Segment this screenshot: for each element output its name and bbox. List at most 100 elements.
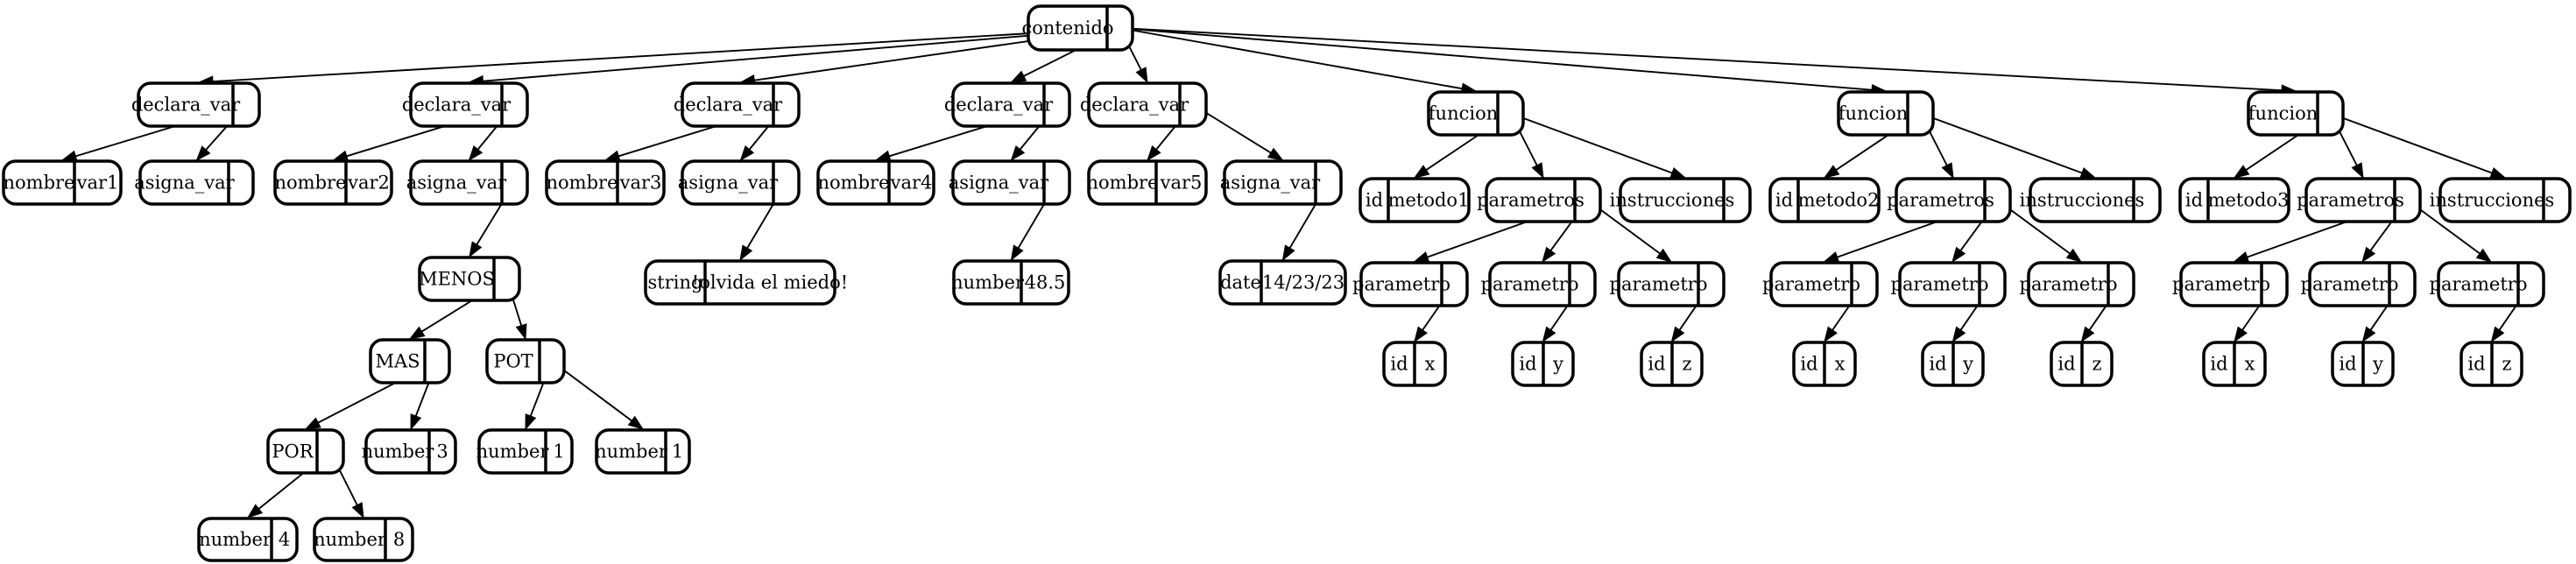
node-label: POR xyxy=(272,441,314,462)
node-label: id xyxy=(1800,354,1817,375)
arrowhead xyxy=(2065,248,2083,263)
node-label: number xyxy=(199,529,272,550)
node-asigna-var: asigna_var xyxy=(1220,159,1343,206)
node-label: asigna_var xyxy=(949,173,1049,194)
arrowhead xyxy=(469,241,483,258)
node-box xyxy=(313,517,414,562)
arrowhead xyxy=(1010,145,1026,162)
node-value: z xyxy=(2502,354,2511,375)
node-box xyxy=(2029,177,2162,223)
node-value: var2 xyxy=(347,173,390,194)
node-label: parametro xyxy=(2020,274,2118,295)
node-asigna-var: asigna_var xyxy=(678,159,801,206)
node-parametro: parametro xyxy=(1481,261,1597,307)
arrowhead xyxy=(525,413,537,431)
arrowhead xyxy=(2490,326,2505,343)
arrowhead xyxy=(1010,244,1024,262)
edge-line xyxy=(1119,27,1463,90)
edge-line xyxy=(1920,112,2083,174)
node-pot: POT xyxy=(485,338,566,384)
node-instrucciones: instrucciones xyxy=(2430,177,2572,223)
node-box xyxy=(409,159,529,206)
node-declara-var: declara_var xyxy=(131,81,261,128)
node-parametro: parametro xyxy=(2301,261,2417,307)
arrowhead xyxy=(1951,326,1966,343)
arrowhead xyxy=(2361,246,2376,264)
node-box xyxy=(2,159,123,206)
arrowhead xyxy=(2079,166,2097,179)
node-parametro: parametro xyxy=(2172,261,2289,307)
node-label: parametros xyxy=(1477,190,1584,211)
node-label: MAS xyxy=(375,351,420,372)
node-label: declara_var xyxy=(402,95,512,116)
arrowhead xyxy=(195,145,211,162)
node-por: POR xyxy=(266,428,345,475)
node-parametro: parametro xyxy=(1762,261,1879,307)
node-menos: MENOS xyxy=(418,256,521,302)
edge-line xyxy=(1119,27,2283,92)
arrowhead xyxy=(515,323,527,341)
node-box xyxy=(137,81,261,128)
node-label: id xyxy=(1519,354,1536,375)
node-parametros: parametros xyxy=(1477,177,1602,223)
node-box xyxy=(1087,81,1208,128)
node-box xyxy=(1895,177,2012,223)
node-label: id xyxy=(2210,354,2227,375)
node-label: date xyxy=(1220,272,1261,293)
edge-root-f2 xyxy=(1119,27,1888,96)
node-box xyxy=(364,428,457,475)
node-funcion: funcion xyxy=(2247,90,2345,137)
node-label: parametro xyxy=(1352,274,1450,295)
node-parametro: parametro xyxy=(2430,261,2545,307)
arrowhead xyxy=(1670,326,1685,343)
node-label: nombre xyxy=(4,173,75,194)
node-declara-var: declara_var xyxy=(402,81,529,128)
node-label: parametro xyxy=(1481,274,1579,295)
node-box xyxy=(1087,159,1208,206)
node-instrucciones: instrucciones xyxy=(2020,177,2162,223)
node-value: var3 xyxy=(619,173,662,194)
node-label: parametro xyxy=(1610,274,1708,295)
arrowhead xyxy=(739,145,755,162)
node-value: metodo1 xyxy=(1388,190,1470,211)
edge-line xyxy=(1510,112,1673,174)
node-label: id xyxy=(1929,354,1946,375)
node-box xyxy=(485,338,566,384)
node-instrucciones: instrucciones xyxy=(1610,177,1752,223)
node-label: nombre xyxy=(275,173,347,194)
arrowhead xyxy=(627,415,645,430)
node-label: id xyxy=(1775,190,1793,211)
edge-line xyxy=(2330,112,2493,174)
node-label: string xyxy=(648,272,703,293)
arrowhead xyxy=(1669,166,1687,179)
node-value: x xyxy=(1835,354,1846,375)
node-value: 3 xyxy=(436,441,448,462)
node-parametro: parametro xyxy=(2020,261,2135,307)
node-label: parametro xyxy=(1891,274,1989,295)
arrowhead xyxy=(1281,244,1295,262)
node-value: z xyxy=(1682,354,1691,375)
node-box xyxy=(1223,159,1343,206)
node-asigna-var: asigna_var xyxy=(949,159,1071,206)
node-label: parametros xyxy=(2297,190,2404,211)
node-value: y xyxy=(1552,354,1563,375)
node-label: nombre xyxy=(818,173,890,194)
node-box xyxy=(951,159,1071,206)
node-label: instrucciones xyxy=(2430,190,2555,211)
arrowhead xyxy=(1823,251,1840,263)
node-value: x xyxy=(1425,354,1436,375)
node-box xyxy=(369,338,451,384)
